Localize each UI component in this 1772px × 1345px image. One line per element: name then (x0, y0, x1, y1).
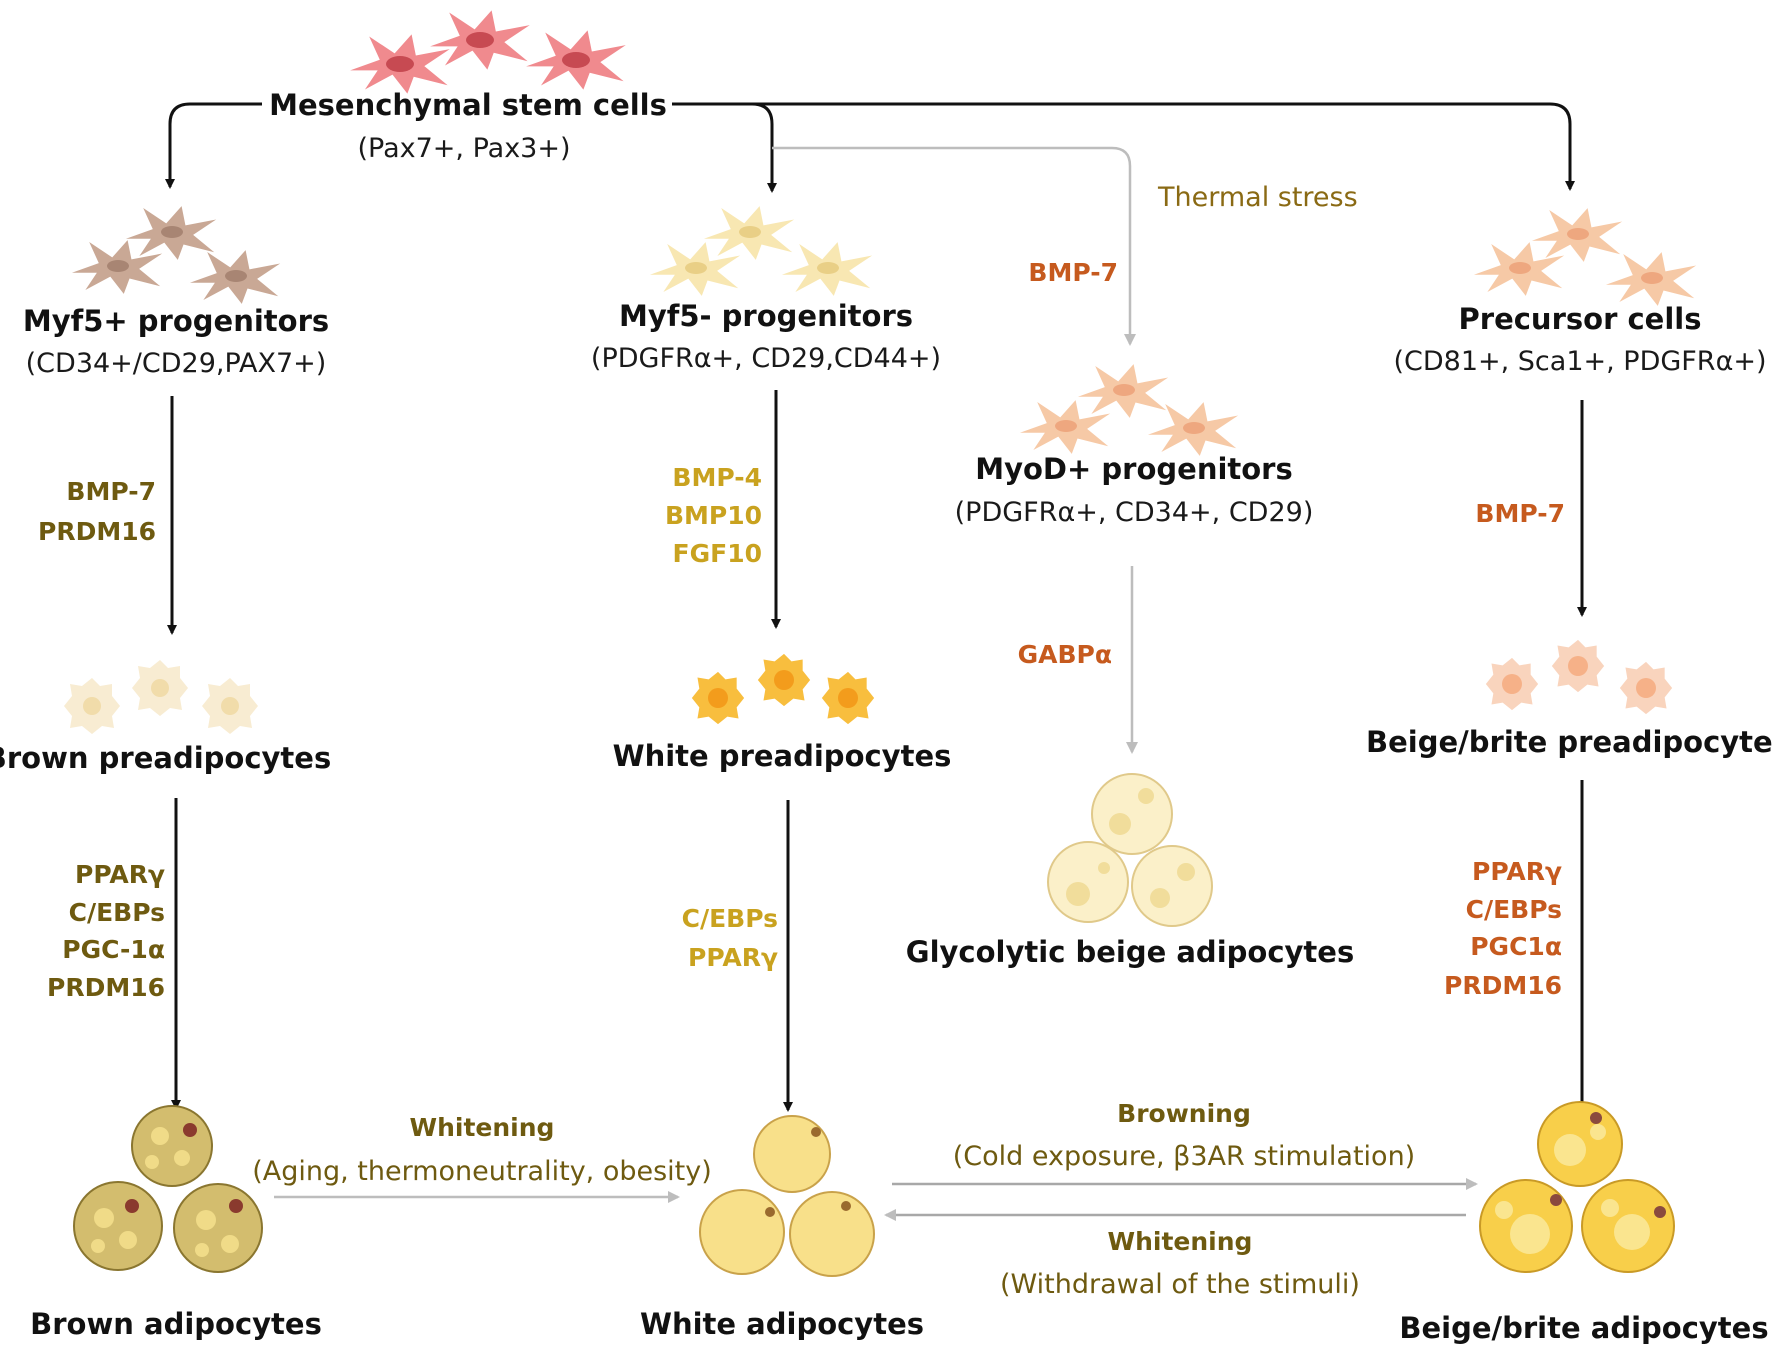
connector-msc-to-myf5-neg (672, 102, 777, 193)
mesenchymal-subtitle: (Pax7+, Pax3+) (357, 133, 570, 164)
browning-detail: (Cold exposure, β3AR stimulation) (953, 1141, 1415, 1172)
factor-label: BMP-7 (1475, 499, 1565, 528)
factor-label: PPARγ (688, 943, 778, 972)
factor-label: C/EBPs (69, 898, 165, 927)
brown-preadipocytes-icon (64, 660, 258, 734)
glycolytic-beige-adipocytes-icon (1047, 773, 1213, 927)
precursor-cells-icon (1473, 208, 1697, 306)
white-adipocytes-icon (699, 1115, 875, 1277)
connector-thermal-stress-to-myod (772, 146, 1136, 346)
factor-label: PRDM16 (47, 973, 165, 1002)
connector-msc-to-myf5-pos (165, 102, 262, 189)
whitening-right-title: Whitening (1108, 1227, 1253, 1256)
myf5-pos-cells-icon (71, 206, 281, 304)
myf5-neg-cells-icon (649, 206, 873, 296)
thermal-stress-label: Thermal stress (1157, 182, 1358, 213)
beige-preadipocytes-icon (1485, 639, 1673, 715)
browning-title: Browning (1117, 1099, 1251, 1128)
factor-label: BMP10 (665, 501, 762, 530)
node-mesenchymal: Mesenchymal stem cells (Pax7+, Pax3+) (269, 88, 667, 164)
whitening-right-detail: (Withdrawal of the stimuli) (1000, 1269, 1360, 1300)
factor-label: FGF10 (673, 539, 762, 568)
whitening-left-annotation: Whitening (Aging, thermoneutrality, obes… (252, 1113, 712, 1187)
myf5-pos-title: Myf5+ progenitors (23, 304, 329, 338)
mesenchymal-cells-icon (350, 10, 626, 94)
connector-msc-to-precursor (752, 102, 1575, 191)
factor-label: PRDM16 (1444, 971, 1562, 1000)
factors-myf5-neg-to-white-pre: BMP-4 BMP10 FGF10 (665, 463, 762, 568)
precursor-title: Precursor cells (1459, 302, 1702, 336)
browning-annotation: Browning (Cold exposure, β3AR stimulatio… (953, 1099, 1415, 1172)
whitening-left-title: Whitening (410, 1113, 555, 1142)
myf5-neg-subtitle: (PDGFRα+, CD29,CD44+) (591, 343, 941, 374)
brown-adipocytes-title: Brown adipocytes (30, 1307, 322, 1341)
brown-preadipocytes-title: Brown preadipocytes (0, 741, 331, 775)
factor-label: BMP-7 (66, 477, 156, 506)
whitening-right-annotation: Whitening (Withdrawal of the stimuli) (1000, 1227, 1360, 1300)
beige-adipocytes-title: Beige/brite adipocytes (1399, 1311, 1768, 1345)
myf5-neg-title: Myf5- progenitors (619, 299, 913, 333)
factor-label: PPARγ (1472, 857, 1562, 886)
factors-beige-pre-to-beige-adipo: PPARγ C/EBPs PGC1α PRDM16 (1444, 857, 1562, 1000)
whitening-left-detail: (Aging, thermoneutrality, obesity) (252, 1156, 712, 1187)
factor-label: PRDM16 (38, 517, 156, 546)
white-adipocytes-title: White adipocytes (640, 1307, 924, 1341)
connectors (165, 102, 1587, 1221)
node-myf5-neg: Myf5- progenitors (PDGFRα+, CD29,CD44+) (591, 299, 941, 374)
factors-white-pre-to-white-adipo: C/EBPs PPARγ (682, 904, 778, 972)
mesenchymal-title: Mesenchymal stem cells (269, 88, 667, 122)
myod-subtitle: (PDGFRα+, CD34+, CD29) (955, 497, 1314, 528)
factor-label: C/EBPs (682, 904, 778, 933)
factors-myf5-pos-to-brown-pre: BMP-7 PRDM16 (38, 477, 156, 546)
white-preadipocytes-title: White preadipocytes (613, 739, 952, 773)
myf5-pos-subtitle: (CD34+/CD29,PAX7+) (26, 348, 327, 379)
factor-myod-bmp: BMP-7 (1028, 258, 1118, 287)
beige-adipocytes-icon (1479, 1101, 1675, 1273)
factor-label: PGC-1α (62, 935, 165, 964)
brown-adipocytes-icon (73, 1105, 263, 1273)
factors-precursor-to-beige-pre: BMP-7 (1475, 499, 1565, 528)
node-myf5-pos: Myf5+ progenitors (CD34+/CD29,PAX7+) (23, 304, 329, 379)
node-myod: MyoD+ progenitors (PDGFRα+, CD34+, CD29) (955, 452, 1314, 528)
precursor-subtitle: (CD81+, Sca1+, PDGFRα+) (1393, 346, 1766, 377)
node-precursor: Precursor cells (CD81+, Sca1+, PDGFRα+) (1393, 302, 1766, 377)
white-preadipocytes-icon (691, 653, 875, 725)
myod-cells-icon (1019, 364, 1239, 456)
factor-label: C/EBPs (1466, 895, 1562, 924)
myod-title: MyoD+ progenitors (975, 452, 1293, 486)
factor-label: BMP-4 (672, 463, 762, 492)
glycolytic-beige-adipocytes-title: Glycolytic beige adipocytes (906, 935, 1354, 969)
factor-label: PPARγ (75, 860, 165, 889)
factor-label: PGC1α (1470, 932, 1562, 961)
beige-preadipocytes-title: Beige/brite preadipocytes (1366, 725, 1772, 759)
factor-myod-to-glycolytic: GABPα (1018, 640, 1112, 669)
factors-brown-pre-to-brown-adipo: PPARγ C/EBPs PGC-1α PRDM16 (47, 860, 165, 1002)
